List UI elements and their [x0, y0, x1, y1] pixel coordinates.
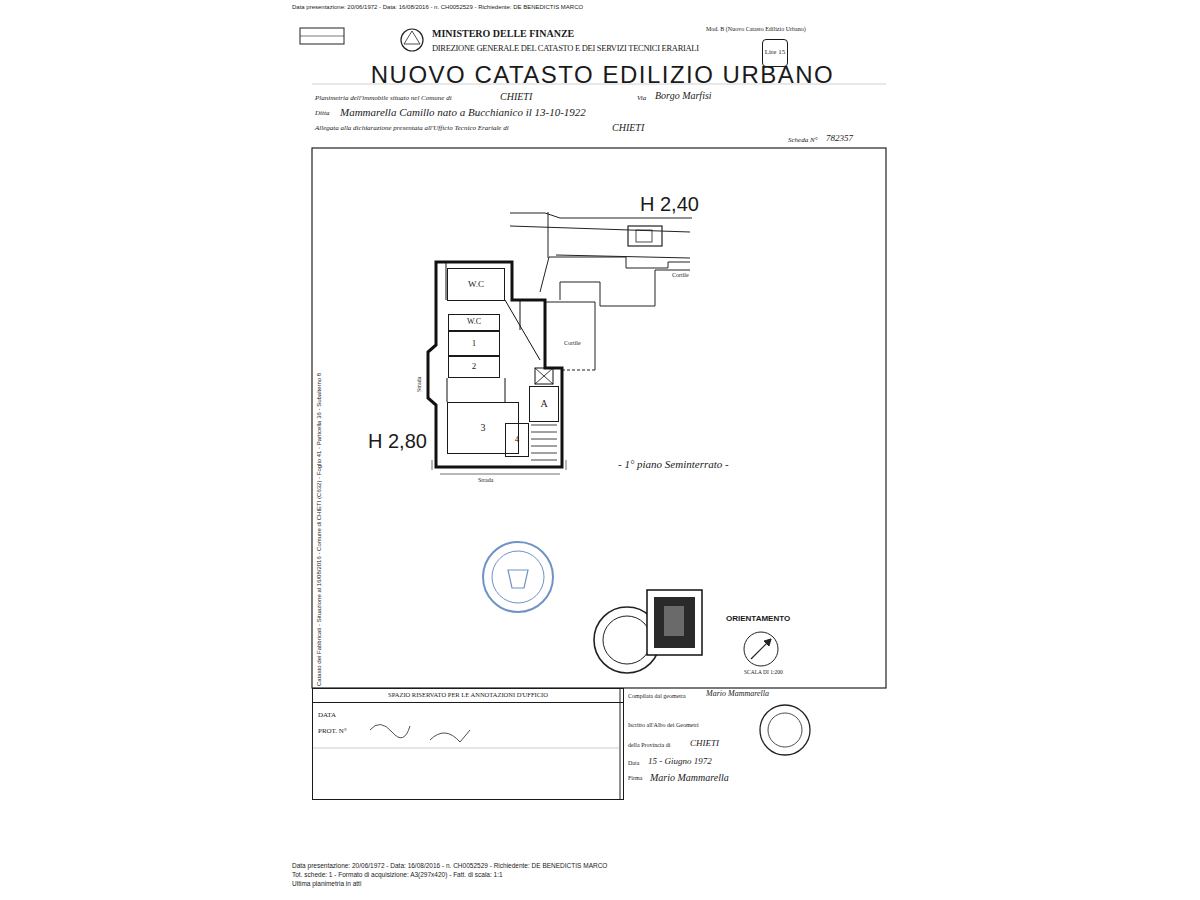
- stamp-duty-box: Lire 15: [762, 39, 788, 67]
- office-stamp: [483, 542, 553, 612]
- form-field: Firma: [628, 775, 642, 782]
- height-dimension: H 2,40: [640, 193, 699, 215]
- handwritten-entry: CHIETI: [690, 739, 719, 749]
- annotation-box: SPAZIO RISERVATO PER LE ANNOTAZIONI D'UF…: [312, 688, 624, 800]
- handwritten-entry: CHIETI: [500, 91, 532, 102]
- site-outline: [510, 212, 692, 370]
- form-field: Via: [637, 95, 646, 103]
- bottom-section: [312, 688, 810, 800]
- form-field: Compilata dal geometra: [628, 693, 686, 700]
- area-label: Cortile: [564, 340, 581, 347]
- signature: Mario Mammarella: [650, 772, 729, 783]
- form-field: DATA: [318, 712, 336, 720]
- room-label: Lire 15: [765, 49, 785, 56]
- form-field: Iscritto all'Albo dei Geometri: [628, 722, 699, 729]
- room-box: W.C: [448, 314, 500, 331]
- handwritten-entry: Mammarella Camillo nato a Bucchianico il…: [340, 106, 586, 118]
- stair-box: A: [529, 386, 559, 422]
- room-box: 3: [447, 402, 519, 454]
- room-box: W.C: [447, 268, 505, 301]
- street-label: Strada: [478, 477, 493, 484]
- room-box: 1: [448, 331, 500, 356]
- handwritten-entry: 15 - Giugno 1972: [648, 757, 712, 767]
- room-label: 2: [472, 362, 477, 371]
- building-walls: [428, 262, 566, 474]
- form-field: Planimetria dell'immobile situato nel Co…: [315, 95, 452, 103]
- orientation-heading: ORIENTAMENTO: [726, 615, 790, 624]
- room-box: 4: [505, 423, 529, 457]
- margin-note: Catasto dei Fabbricati - Situazione al 1…: [316, 373, 323, 686]
- room-label: 1: [472, 339, 477, 348]
- room-label: A: [540, 399, 547, 410]
- form-field: Data: [628, 760, 639, 767]
- room-label: W.C: [468, 280, 484, 289]
- room-box: 2: [448, 356, 500, 378]
- sheet-title: NUOVO CATASTO EDILIZIO URBANO: [330, 61, 875, 89]
- handwritten-entry: CHIETI: [612, 122, 644, 133]
- form-field: della Provincia di: [628, 742, 670, 749]
- header-note: Data presentazione: 20/06/1972 - Data: 1…: [292, 4, 583, 11]
- revenue-stamp: [647, 590, 702, 655]
- form-field: Allegata alla dichiarazione presentata a…: [315, 125, 509, 133]
- form-code: Mod. B (Nuovo Catasto Edilizio Urbano): [706, 26, 806, 33]
- floor-label: - 1° piano Seminterrato -: [618, 458, 729, 470]
- direction-name: DIREZIONE GENERALE DEL CATASTO E DEI SER…: [432, 44, 699, 53]
- form-field: Scheda N°: [788, 137, 817, 145]
- form-field: Ditta: [315, 110, 329, 118]
- room-label: 4: [515, 435, 520, 444]
- sheet-number: 782357: [826, 134, 853, 144]
- street-label: Strada: [416, 377, 423, 392]
- box-heading: SPAZIO RISERVATO PER LE ANNOTAZIONI D'UF…: [313, 689, 623, 703]
- drawing-frame: [312, 148, 886, 688]
- form-field: PROT. N°: [318, 728, 347, 736]
- area-label: Cortile: [672, 272, 689, 279]
- north-compass: [744, 632, 778, 666]
- height-dimension: H 2,80: [368, 430, 427, 452]
- scale-label: SCALA DI 1:200: [744, 669, 783, 675]
- handwritten-entry: Mario Mammarella: [706, 690, 769, 699]
- footer-note: Data presentazione: 20/06/1972 - Data: 1…: [292, 862, 607, 869]
- room-label: W.C: [467, 318, 481, 326]
- ministry-name: MINISTERO DELLE FINANZE: [432, 28, 574, 39]
- room-label: 3: [481, 423, 486, 434]
- handwritten-entry: Borgo Marfisi: [655, 90, 712, 101]
- footer-note: Tot. schede: 1 - Formato di acquisizione…: [292, 871, 503, 878]
- footer-note: Ultima planimetria in atti: [292, 880, 361, 887]
